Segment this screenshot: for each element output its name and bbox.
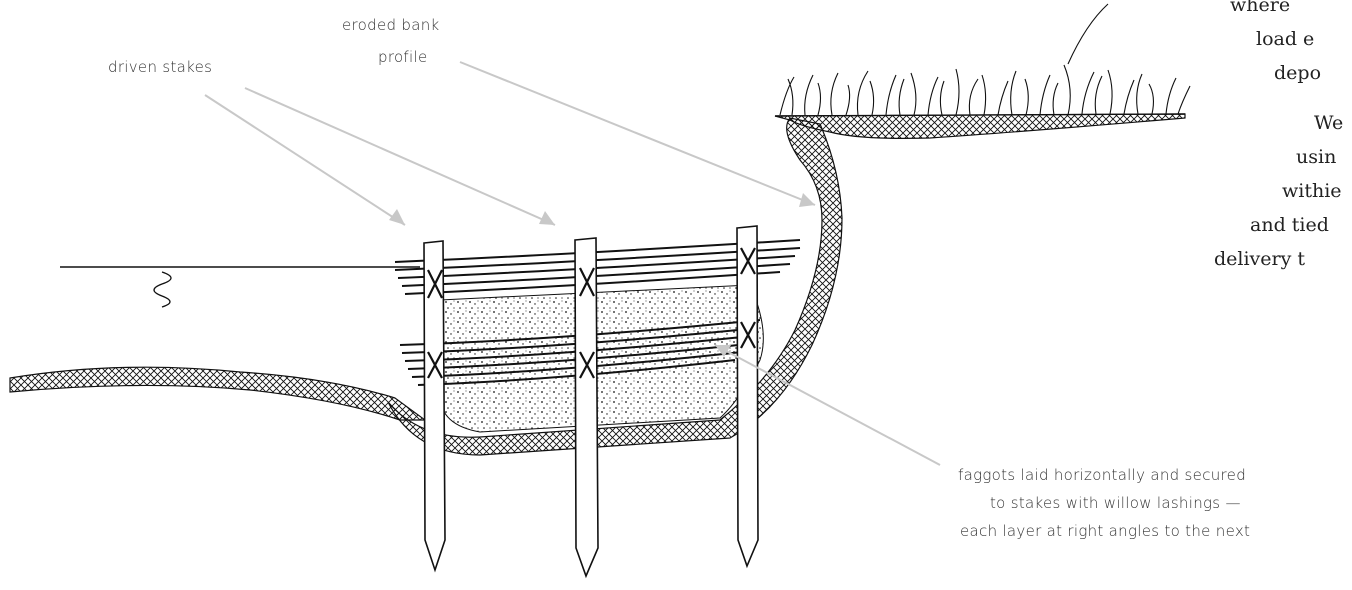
side-text-line8: delivery t — [1214, 248, 1305, 270]
stake-middle — [575, 238, 598, 576]
side-text-line3: depo — [1274, 62, 1321, 84]
leader-stakes-middle — [245, 88, 555, 225]
stake-left — [424, 241, 445, 570]
side-text-line1: where — [1230, 0, 1290, 16]
label-driven-stakes: driven stakes — [108, 58, 212, 76]
bank-grass — [780, 4, 1190, 115]
label-profile: profile — [378, 48, 427, 66]
side-text-line4: We — [1314, 112, 1343, 134]
stake-right — [737, 226, 758, 566]
leader-bank-profile — [460, 62, 815, 205]
label-faggots-line1: faggots laid horizontally and secured — [958, 466, 1246, 484]
label-faggots-line2: to stakes with willow lashings — — [990, 494, 1241, 512]
riverbed-left — [10, 367, 425, 420]
side-text-line7: and tied — [1250, 214, 1329, 236]
side-text-line2: load e — [1256, 28, 1314, 50]
label-faggots-line3: each layer at right angles to the next — [960, 522, 1250, 540]
bank-top-ground — [775, 114, 1185, 138]
side-text-line5: usin — [1296, 146, 1336, 168]
label-eroded-bank: eroded bank — [342, 16, 440, 34]
water-ripple — [154, 272, 171, 307]
side-text-line6: withie — [1282, 180, 1342, 202]
